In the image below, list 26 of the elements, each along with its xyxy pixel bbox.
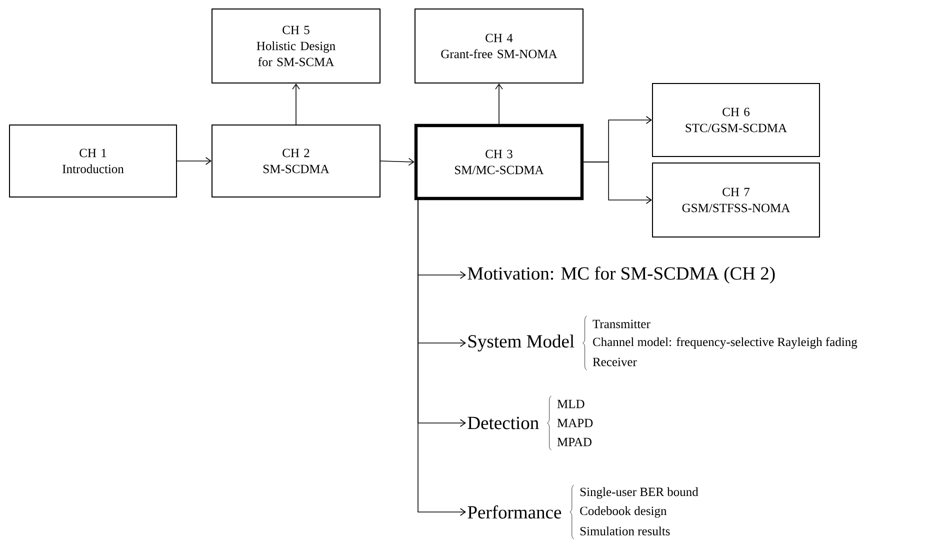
chapter-box: CH 1 Introduction <box>9 124 177 198</box>
chapter-box: CH 2 SM-SCDMA <box>212 124 380 198</box>
arrow <box>292 84 300 125</box>
topic-text: Performance <box>468 505 562 519</box>
arrow <box>380 158 414 166</box>
topic-text: Motivation: MC for SM-SCDMA (CH 2) <box>468 266 775 284</box>
chapter-box: CH 6 STC/GSM-SCDMA <box>652 83 820 157</box>
subtopic-text: MAPD <box>557 418 593 428</box>
arrow <box>418 200 466 516</box>
topic-text: Detection <box>468 416 539 430</box>
chapter-box: CH 7 GSM/STFSS-NOMA <box>652 162 820 238</box>
arrow <box>583 162 652 204</box>
chapter-box: CH 4 Grant-free SM-NOMA <box>414 8 584 84</box>
subtopic-text: Single-user BER bound <box>580 487 698 499</box>
subtopic-text: Receiver <box>592 358 637 366</box>
subtopic-text: Codebook design <box>580 506 667 518</box>
chapter-box: CH 5 Holistic Design for SM-SCMA <box>212 8 380 84</box>
arrow <box>495 84 503 124</box>
subtopic-text: Channel model: frequency-selective Rayleigh fading <box>593 337 858 349</box>
subtopic-text: MLD <box>557 400 584 408</box>
subtopic-text: MPAD <box>557 438 592 446</box>
arrow <box>176 157 212 165</box>
subtopic-text: Transmitter <box>592 320 650 328</box>
chapter-box: CH 3 SM/MC-SCDMA <box>414 124 584 200</box>
subtopic-text: Simulation results <box>580 526 670 536</box>
topic-text: System Model <box>468 334 574 352</box>
